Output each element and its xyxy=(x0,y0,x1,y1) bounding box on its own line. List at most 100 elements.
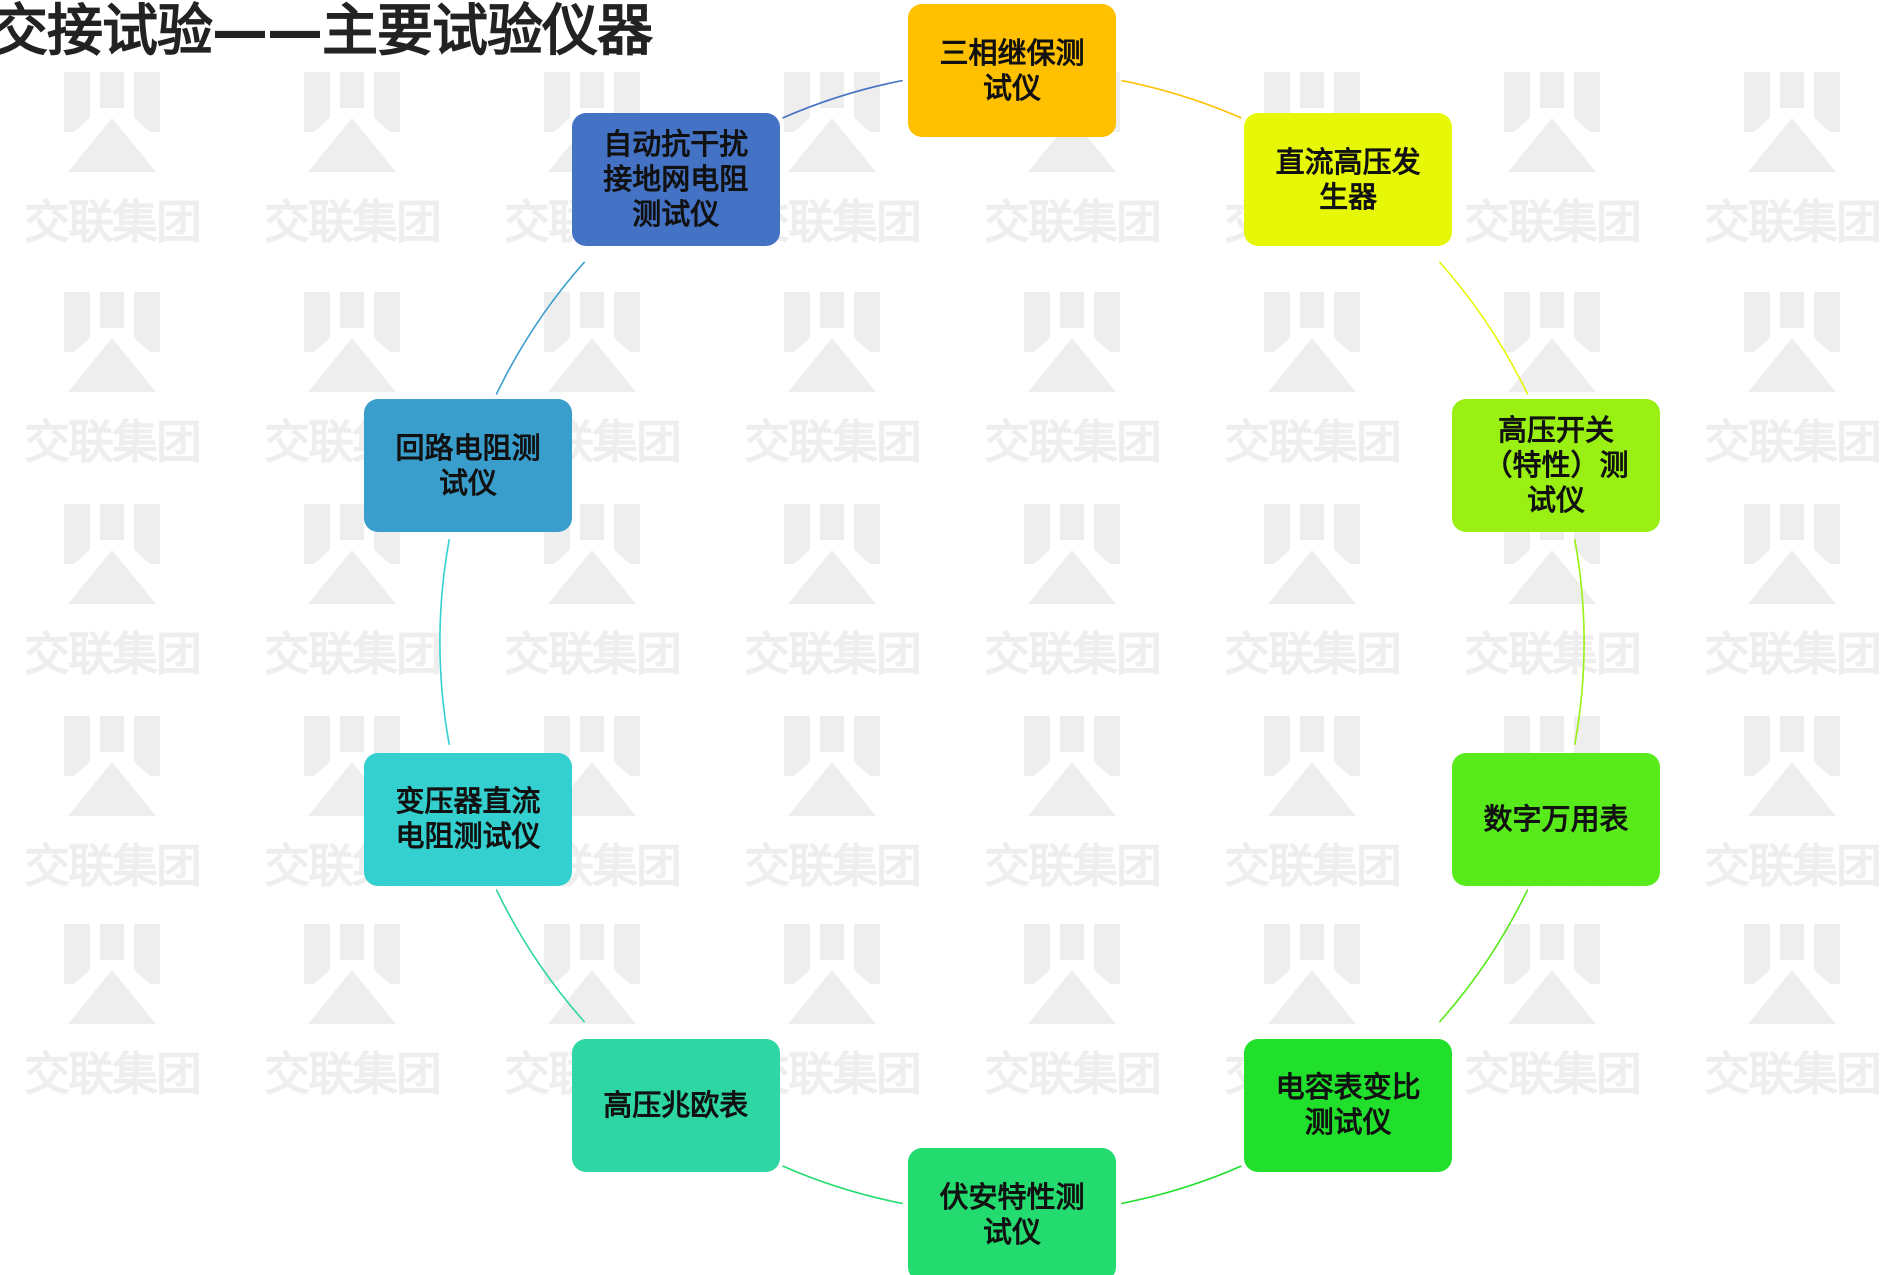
watermark-text: 交联集团 xyxy=(1704,195,1882,249)
cycle-connector-arc xyxy=(1121,79,1242,119)
company-logo-icon xyxy=(1024,504,1120,604)
watermark-tile: 交联集团 xyxy=(1212,500,1412,681)
cycle-node[interactable]: 高压兆欧表 xyxy=(571,1038,780,1172)
cycle-node[interactable]: 伏安特性测 试仪 xyxy=(908,1148,1116,1275)
cycle-connector-arc xyxy=(1121,1165,1242,1205)
company-logo-icon xyxy=(64,292,160,392)
company-logo-icon xyxy=(784,504,880,604)
company-logo-icon xyxy=(1744,716,1840,816)
cycle-node-label: 自动抗干扰 接地网电阻 测试仪 xyxy=(603,127,749,232)
watermark-text: 交联集团 xyxy=(1464,627,1642,681)
company-logo-icon xyxy=(1264,716,1360,816)
watermark-tile: 交联集团 xyxy=(1692,500,1892,681)
cycle-node[interactable]: 三相继保测 试仪 xyxy=(908,4,1116,137)
watermark-tile: 交联集团 xyxy=(12,68,212,249)
watermark-text: 交联集团 xyxy=(1224,839,1402,893)
watermark-tile: 交联集团 xyxy=(972,920,1172,1101)
watermark-text: 交联集团 xyxy=(984,415,1162,469)
cycle-node[interactable]: 自动抗干扰 接地网电阻 测试仪 xyxy=(571,113,780,247)
cycle-connector-arc xyxy=(495,261,586,395)
company-logo-icon xyxy=(304,924,400,1024)
company-logo-icon xyxy=(1024,292,1120,392)
watermark-tile: 交联集团 xyxy=(1692,712,1892,893)
cycle-node[interactable]: 高压开关 （特性）测 试仪 xyxy=(1452,399,1660,533)
company-logo-icon xyxy=(64,72,160,172)
cycle-node-label: 三相继保测 试仪 xyxy=(939,35,1085,105)
company-logo-icon xyxy=(1264,504,1360,604)
watermark-tile: 交联集团 xyxy=(972,288,1172,469)
company-logo-icon xyxy=(784,292,880,392)
watermark-tile: 交联集团 xyxy=(12,920,212,1101)
watermark-tile: 交联集团 xyxy=(252,920,452,1101)
company-logo-icon xyxy=(1024,924,1120,1024)
watermark-tile: 交联集团 xyxy=(972,500,1172,681)
cycle-node-label: 高压兆欧表 xyxy=(603,1087,749,1122)
watermark-tile: 交联集团 xyxy=(1692,920,1892,1101)
cycle-connector-arc xyxy=(495,889,586,1023)
watermark-text: 交联集团 xyxy=(1704,415,1882,469)
watermark-text: 交联集团 xyxy=(504,627,682,681)
cycle-node-label: 高压开关 （特性）测 试仪 xyxy=(1483,413,1629,518)
company-logo-icon xyxy=(64,504,160,604)
watermark-tile: 交联集团 xyxy=(252,68,452,249)
watermark-text: 交联集团 xyxy=(744,415,922,469)
watermark-text: 交联集团 xyxy=(1704,627,1882,681)
cycle-node[interactable]: 直流高压发 生器 xyxy=(1244,113,1453,247)
company-logo-icon xyxy=(784,716,880,816)
cycle-node-label: 数字万用表 xyxy=(1483,801,1629,836)
watermark-text: 交联集团 xyxy=(24,1047,202,1101)
cycle-node-label: 伏安特性测 试仪 xyxy=(939,1179,1085,1249)
watermark-tile: 交联集团 xyxy=(972,712,1172,893)
cycle-node-label: 直流高压发 生器 xyxy=(1275,144,1421,214)
company-logo-icon xyxy=(1744,924,1840,1024)
watermark-text: 交联集团 xyxy=(1224,627,1402,681)
watermark-text: 交联集团 xyxy=(24,839,202,893)
watermark-tile: 交联集团 xyxy=(1212,288,1412,469)
watermark-text: 交联集团 xyxy=(24,415,202,469)
company-logo-icon xyxy=(1504,72,1600,172)
watermark-tile: 交联集团 xyxy=(1692,288,1892,469)
cycle-connector-arc xyxy=(1573,538,1585,746)
company-logo-icon xyxy=(1264,924,1360,1024)
watermark-text: 交联集团 xyxy=(744,627,922,681)
watermark-tile: 交联集团 xyxy=(252,500,452,681)
watermark-text: 交联集团 xyxy=(1224,415,1402,469)
cycle-node[interactable]: 数字万用表 xyxy=(1452,752,1660,886)
watermark-text: 交联集团 xyxy=(984,1047,1162,1101)
cycle-connector-arc xyxy=(782,79,903,119)
slide-title: 交接试验——主要试验仪器 xyxy=(0,0,653,64)
cycle-node-label: 回路电阻测 试仪 xyxy=(395,430,541,500)
company-logo-icon xyxy=(304,504,400,604)
watermark-text: 交联集团 xyxy=(984,839,1162,893)
watermark-text: 交联集团 xyxy=(744,839,922,893)
company-logo-icon xyxy=(1744,292,1840,392)
watermark-text: 交联集团 xyxy=(984,627,1162,681)
cycle-connector-arc xyxy=(782,1165,903,1205)
watermark-tile: 交联集团 xyxy=(732,712,932,893)
cycle-node[interactable]: 回路电阻测 试仪 xyxy=(364,399,572,533)
watermark-text: 交联集团 xyxy=(1704,839,1882,893)
watermark-tile: 交联集团 xyxy=(12,712,212,893)
watermark-text: 交联集团 xyxy=(24,195,202,249)
watermark-text: 交联集团 xyxy=(264,1047,442,1101)
watermark-text: 交联集团 xyxy=(984,195,1162,249)
company-logo-icon xyxy=(304,292,400,392)
watermark-tile: 交联集团 xyxy=(1692,68,1892,249)
watermark-tile: 交联集团 xyxy=(732,500,932,681)
watermark-tile: 交联集团 xyxy=(1452,500,1652,681)
watermark-tile: 交联集团 xyxy=(732,288,932,469)
company-logo-icon xyxy=(1744,72,1840,172)
cycle-node[interactable]: 电容表变比 测试仪 xyxy=(1244,1038,1453,1172)
watermark-text: 交联集团 xyxy=(1704,1047,1882,1101)
cycle-node-label: 电容表变比 测试仪 xyxy=(1275,1070,1421,1140)
watermark-text: 交联集团 xyxy=(24,627,202,681)
cycle-node[interactable]: 变压器直流 电阻测试仪 xyxy=(364,752,572,886)
company-logo-icon xyxy=(304,72,400,172)
company-logo-icon xyxy=(1504,924,1600,1024)
watermark-tile: 交联集团 xyxy=(1452,920,1652,1101)
cycle-connector-arc xyxy=(1438,261,1529,395)
company-logo-icon xyxy=(784,924,880,1024)
watermark-tile: 交联集团 xyxy=(1212,712,1412,893)
